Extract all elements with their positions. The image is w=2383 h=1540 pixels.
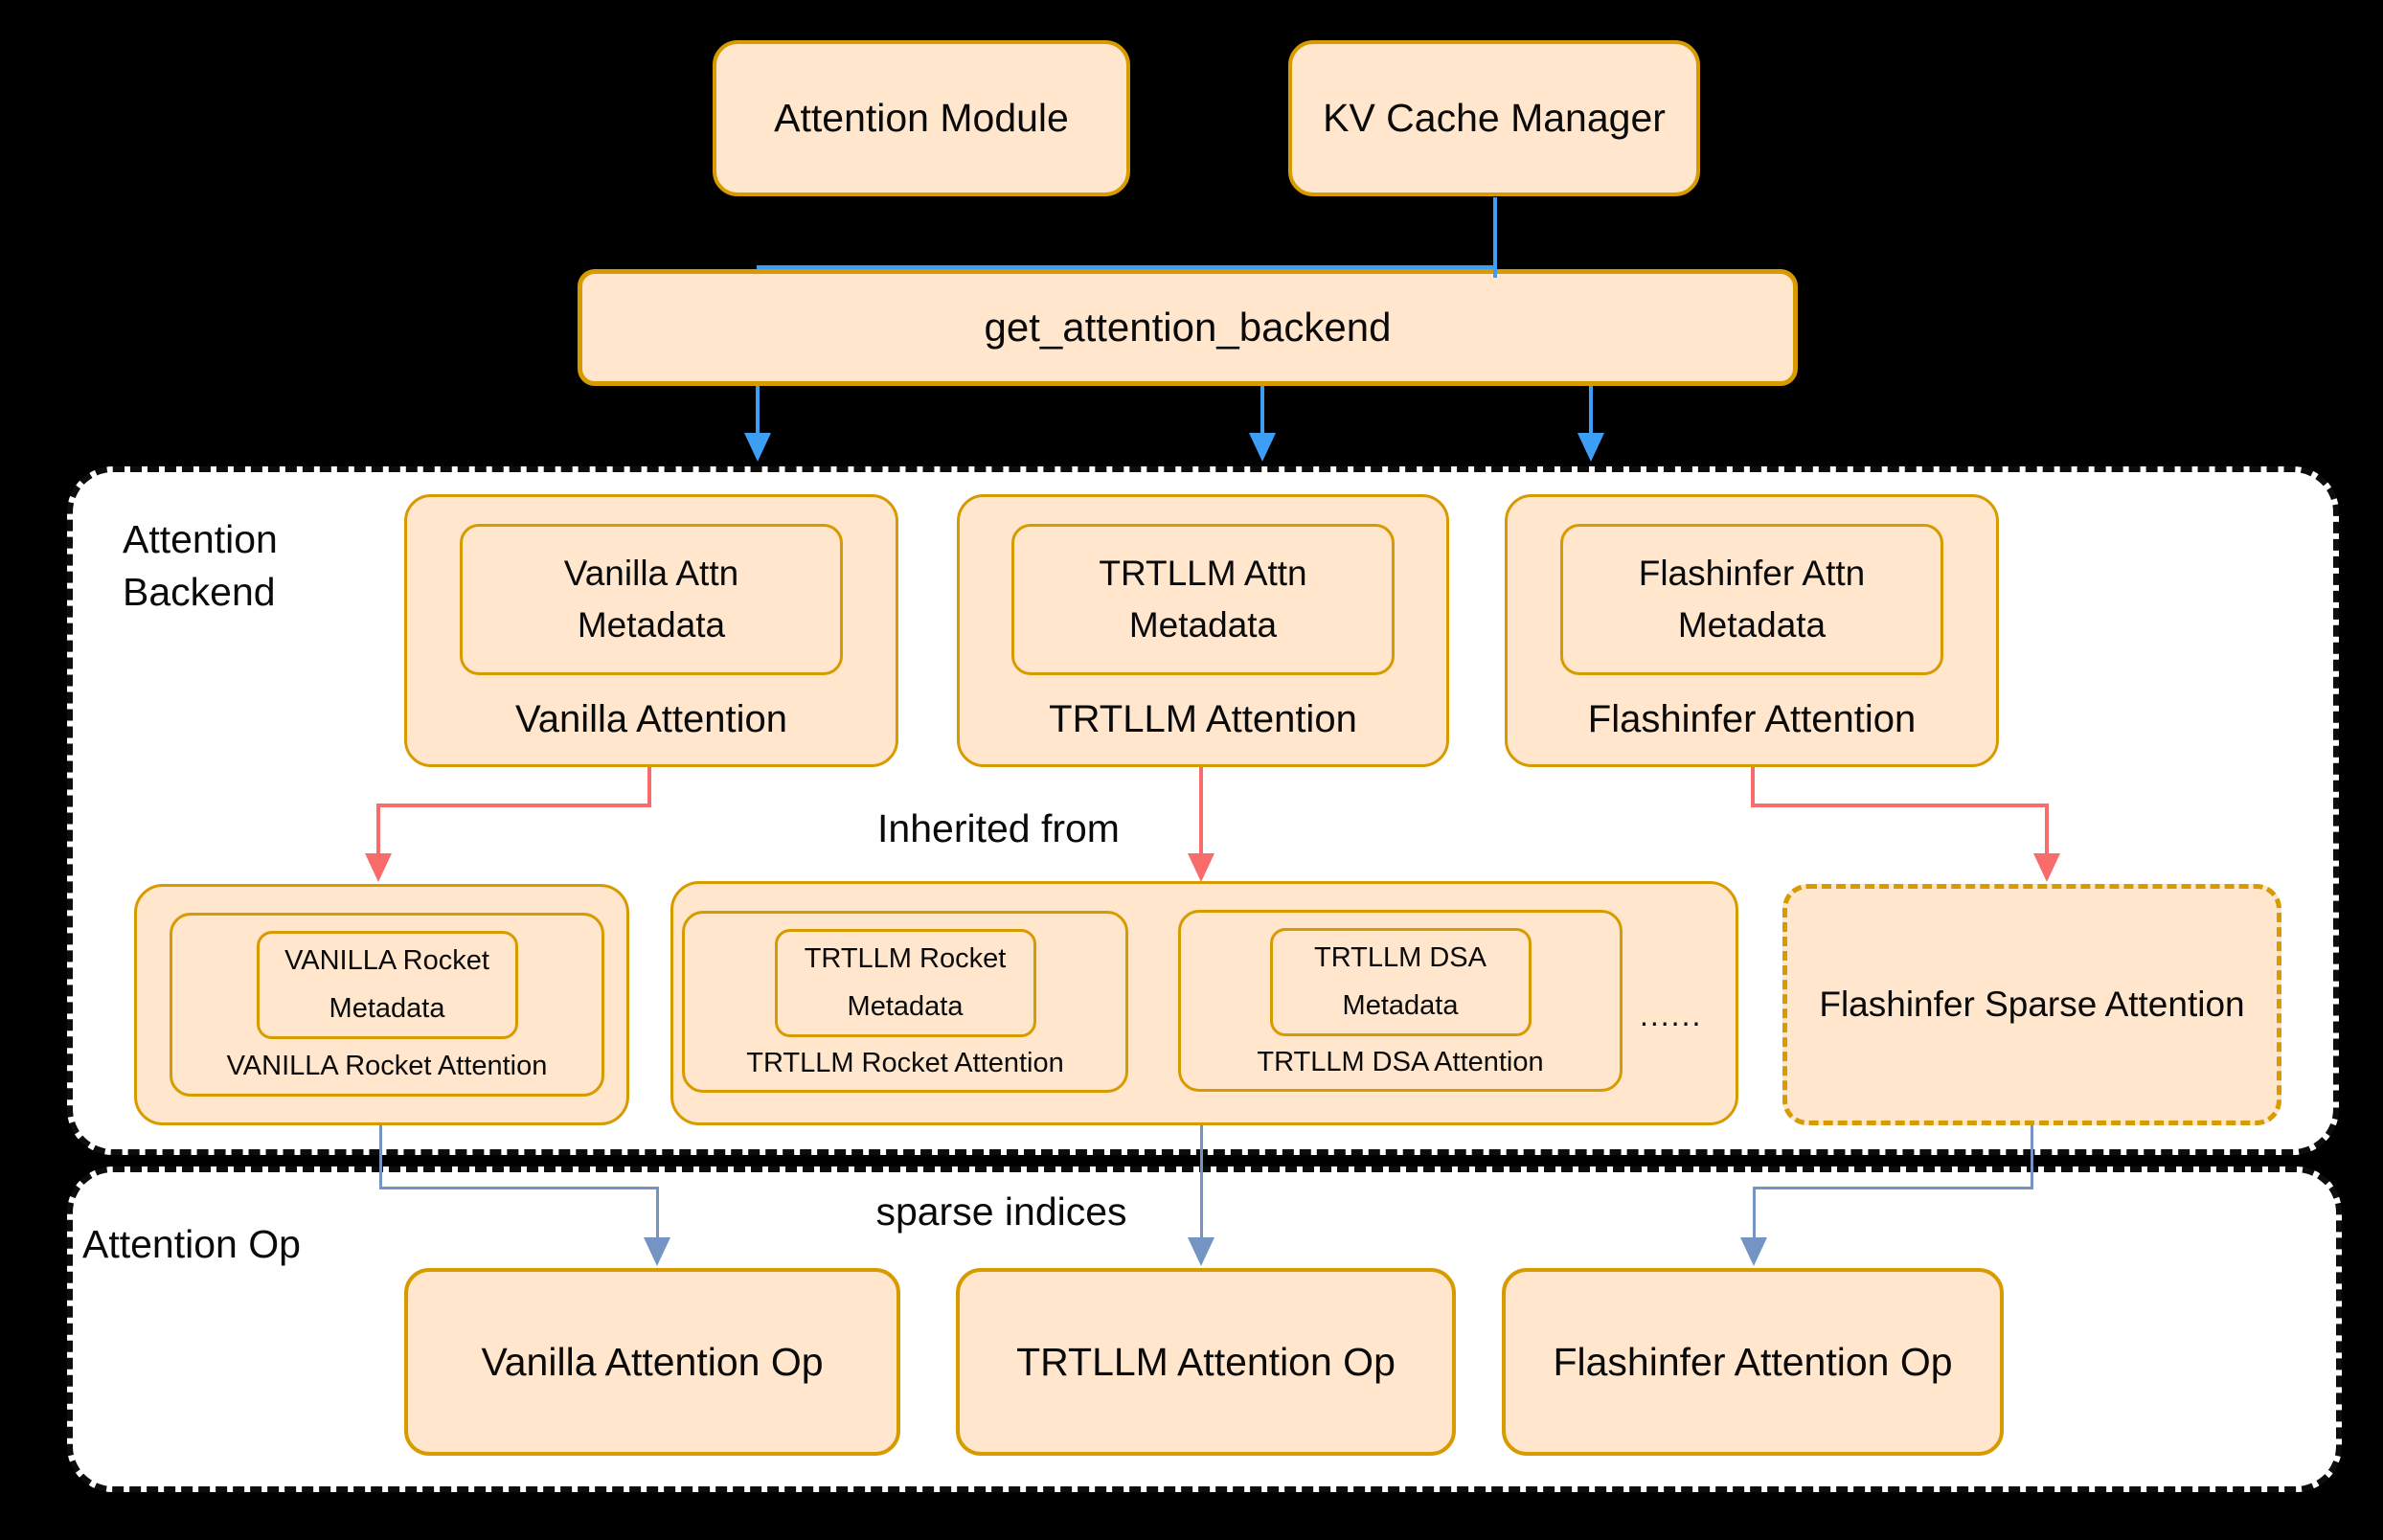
metadata-line: Metadata bbox=[1128, 605, 1278, 645]
connector-segment bbox=[1753, 1187, 2033, 1189]
vanilla-attn-metadata-box: Vanilla Attn Metadata bbox=[460, 524, 843, 675]
trtllm-rocket-metadata-box: TRTLLM Rocket Metadata bbox=[774, 929, 1036, 1037]
connector-segment bbox=[2045, 804, 2049, 855]
connector-segment bbox=[1493, 197, 1497, 278]
sparse-indices-label: sparse indices bbox=[875, 1189, 1127, 1234]
trtllm-attention-title: TRTLLM Attention bbox=[1049, 698, 1357, 740]
metadata-line: TRTLLM Attn bbox=[1099, 554, 1307, 594]
metadata-line: Vanilla Attn bbox=[563, 554, 739, 594]
metadata-line: Metadata bbox=[1677, 605, 1827, 645]
attention-backend-section-label: Attention Backend bbox=[123, 513, 278, 620]
trtllm-rocket-attention-title: TRTLLM Rocket Attention bbox=[746, 1048, 1064, 1078]
ellipsis-label: ...... bbox=[1640, 998, 1703, 1032]
flashinfer-attention-title: Flashinfer Attention bbox=[1587, 698, 1917, 740]
metadata-line: TRTLLM Rocket bbox=[804, 943, 1007, 975]
vanilla-attention-title: Vanilla Attention bbox=[515, 698, 787, 740]
vanilla-attention-op-node: Vanilla Attention Op bbox=[404, 1268, 900, 1456]
flashinfer-attention-box: Flashinfer Attn Metadata Flashinfer Atte… bbox=[1505, 494, 1999, 767]
section-label-line: Backend bbox=[123, 570, 276, 615]
red-arrowhead-icon bbox=[1188, 853, 1214, 882]
connector-segment bbox=[376, 804, 651, 807]
metadata-line: VANILLA Rocket bbox=[284, 945, 489, 977]
connector-segment bbox=[1199, 767, 1203, 855]
slate-arrowhead-icon bbox=[1188, 1237, 1214, 1266]
connector-segment bbox=[379, 1125, 382, 1189]
connector-segment bbox=[2031, 1125, 2033, 1189]
attention-module-node: Attention Module bbox=[713, 40, 1130, 196]
section-label-line: Attention bbox=[123, 517, 278, 561]
metadata-line: Metadata bbox=[329, 992, 445, 1024]
metadata-line: Metadata bbox=[577, 605, 726, 645]
connector-segment bbox=[656, 1187, 659, 1239]
trtllm-attention-op-node: TRTLLM Attention Op bbox=[956, 1268, 1456, 1456]
red-arrowhead-icon bbox=[2033, 853, 2060, 882]
blue-arrowhead-icon bbox=[1577, 433, 1604, 462]
vanilla-rocket-attention-box: VANILLA Rocket Metadata VANILLA Rocket A… bbox=[170, 913, 604, 1097]
vanilla-rocket-attention-title: VANILLA Rocket Attention bbox=[226, 1051, 548, 1081]
slate-arrowhead-icon bbox=[1740, 1237, 1767, 1266]
get-attention-backend-node: get_attention_backend bbox=[578, 269, 1798, 386]
blue-arrowhead-icon bbox=[1249, 433, 1276, 462]
trtllm-rocket-attention-box: TRTLLM Rocket Metadata TRTLLM Rocket Att… bbox=[682, 911, 1128, 1093]
metadata-line: Metadata bbox=[847, 990, 964, 1022]
trtllm-attn-metadata-box: TRTLLM Attn Metadata bbox=[1011, 524, 1395, 675]
connector-segment bbox=[1589, 386, 1593, 434]
attention-op-section-label: Attention Op bbox=[82, 1222, 301, 1266]
flashinfer-attention-op-node: Flashinfer Attention Op bbox=[1502, 1268, 2004, 1456]
blue-arrowhead-icon bbox=[744, 433, 771, 462]
connector-segment bbox=[756, 386, 760, 434]
flashinfer-attn-metadata-box: Flashinfer Attn Metadata bbox=[1560, 524, 1943, 675]
inherited-from-label: Inherited from bbox=[877, 806, 1120, 850]
metadata-line: Flashinfer Attn bbox=[1638, 554, 1866, 594]
metadata-line: TRTLLM DSA bbox=[1314, 942, 1487, 974]
red-arrowhead-icon bbox=[365, 853, 392, 882]
connector-segment bbox=[379, 1187, 659, 1189]
slate-arrowhead-icon bbox=[644, 1237, 670, 1266]
trtllm-dsa-attention-box: TRTLLM DSA Metadata TRTLLM DSA Attention bbox=[1178, 910, 1623, 1092]
trtllm-attention-box: TRTLLM Attn Metadata TRTLLM Attention bbox=[957, 494, 1449, 767]
connector-segment bbox=[376, 804, 380, 855]
connector-segment bbox=[1200, 1125, 1203, 1239]
trtllm-dsa-metadata-box: TRTLLM DSA Metadata bbox=[1269, 928, 1532, 1036]
connector-segment bbox=[647, 767, 651, 807]
flashinfer-sparse-attention-box: Flashinfer Sparse Attention bbox=[1782, 884, 2281, 1125]
vanilla-rocket-metadata-box: VANILLA Rocket Metadata bbox=[256, 931, 518, 1039]
connector-segment bbox=[757, 265, 1497, 269]
vanilla-attention-box: Vanilla Attn Metadata Vanilla Attention bbox=[404, 494, 898, 767]
metadata-line: Metadata bbox=[1342, 989, 1459, 1021]
kv-cache-manager-node: KV Cache Manager bbox=[1288, 40, 1700, 196]
connector-segment bbox=[1751, 767, 1755, 807]
trtllm-dsa-attention-title: TRTLLM DSA Attention bbox=[1257, 1047, 1544, 1077]
connector-segment bbox=[1260, 386, 1264, 434]
connector-segment bbox=[1751, 804, 2049, 807]
connector-segment bbox=[1753, 1187, 1756, 1239]
